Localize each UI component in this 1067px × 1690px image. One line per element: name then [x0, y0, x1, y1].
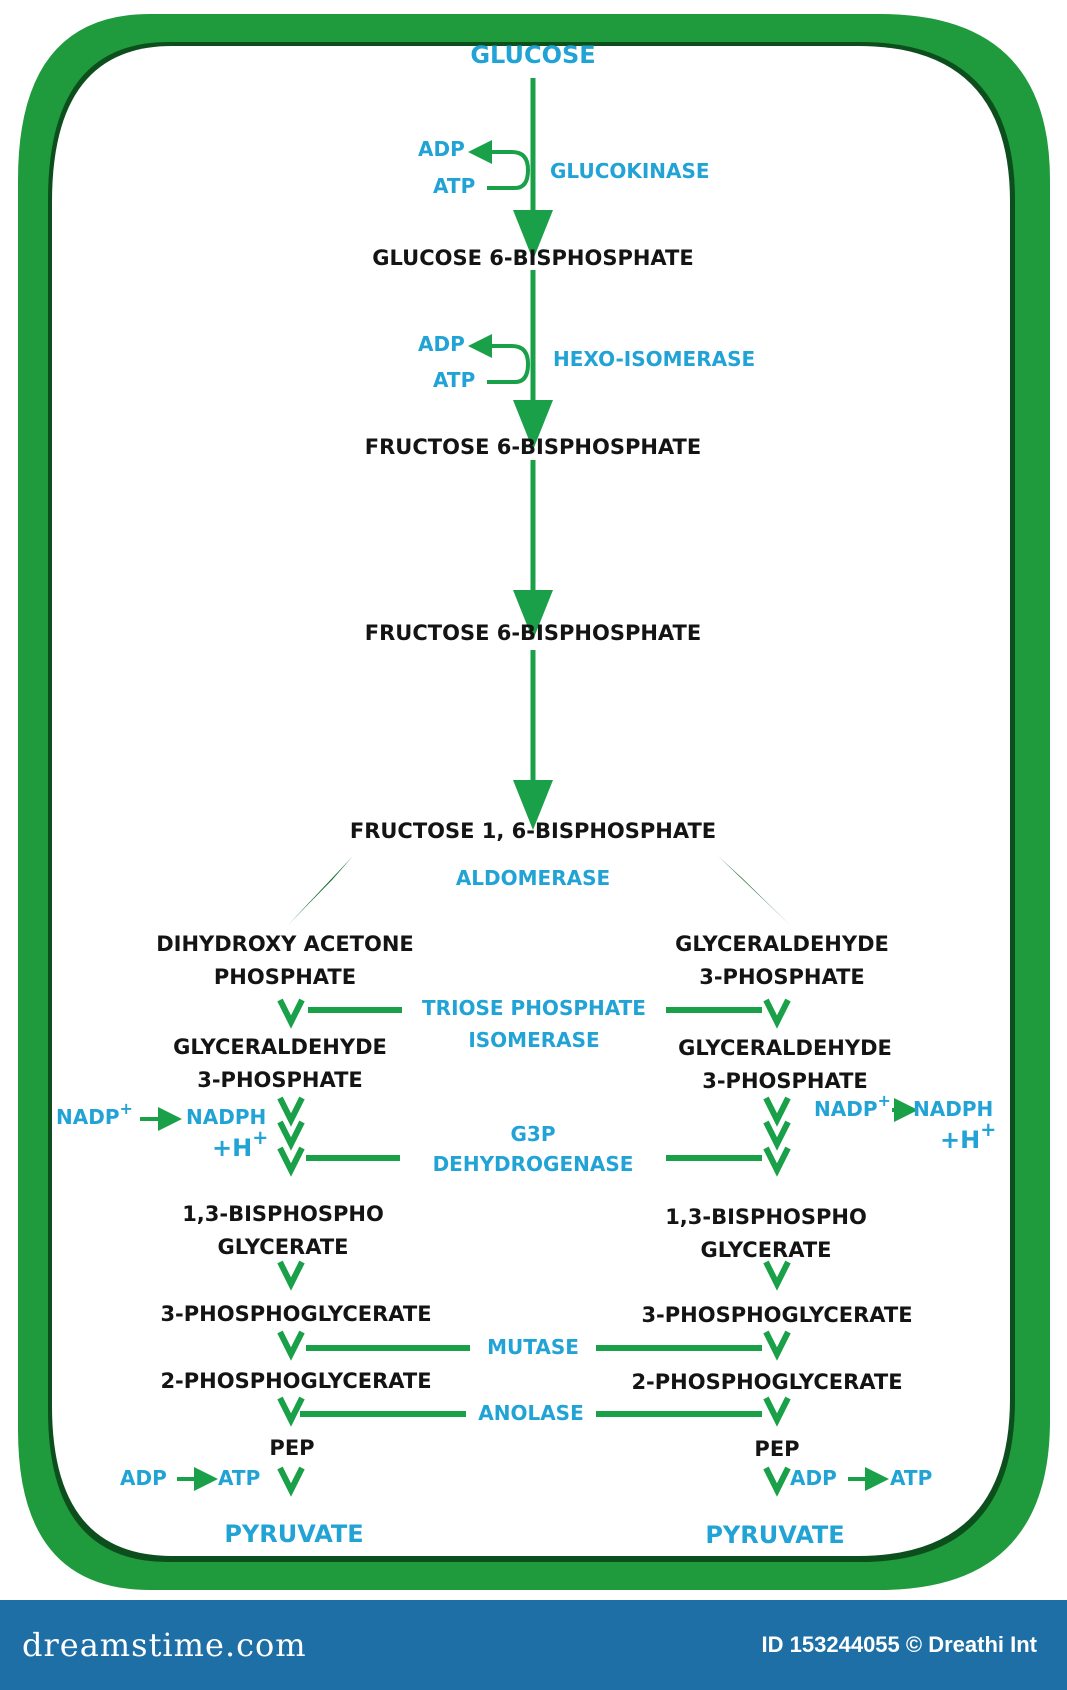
atp-adp-curve-2: [468, 334, 531, 384]
left-adp-label: ADP: [120, 1466, 167, 1490]
enzyme-aldomerase: ALDOMERASE: [455, 866, 611, 890]
left-h-plus-label: +H+: [212, 1126, 269, 1162]
right-nadph-label: NADPH: [913, 1097, 994, 1121]
main-arrows: [468, 78, 553, 830]
glucose-6-phosphate-label: GLUCOSE 6-BISPHOSPHATE: [372, 246, 694, 270]
pathway-diagram: [18, 14, 1050, 1590]
enzyme-hexo-isomerase: HEXO-ISOMERASE: [553, 347, 756, 371]
enzyme-glucokinase: GLUCOKINASE: [550, 159, 710, 183]
right-nadp-label: NADP+: [814, 1090, 891, 1121]
enzyme-lines: [300, 1007, 762, 1417]
right-2-phosphoglycerate-label: 2-PHOSPHOGLYCERATE: [631, 1370, 903, 1394]
left-nadph-label: NADPH: [186, 1105, 267, 1129]
left-atp-label: ATP: [218, 1466, 261, 1490]
split-arrow-left: [288, 856, 353, 925]
adp-label-2: ADP: [418, 332, 465, 356]
footer-bar: dreamstime.com ID 153244055 © Dreathi In…: [0, 1600, 1067, 1690]
right-pyruvate-label: PYRUVATE: [705, 1521, 845, 1549]
left-pyruvate-label: PYRUVATE: [224, 1520, 364, 1548]
enzyme-mutase: MUTASE: [487, 1335, 579, 1359]
fructose-6-phosphate-label-2: FRUCTOSE 6-BISPHOSPHATE: [364, 621, 702, 645]
left-2-phosphoglycerate-label: 2-PHOSPHOGLYCERATE: [160, 1369, 432, 1393]
left-chevrons: [277, 998, 305, 1497]
right-atp-label: ATP: [890, 1466, 933, 1490]
right-h-plus-label: +H+: [940, 1118, 997, 1154]
left-nadp-label: NADP+: [56, 1098, 133, 1129]
small-arrows: [140, 1098, 918, 1491]
atp-label-1: ATP: [433, 174, 476, 198]
footer-image-id: ID 153244055 © Dreathi Int: [761, 1632, 1037, 1657]
left-pep-label: PEP: [269, 1436, 315, 1460]
atp-label-2: ATP: [433, 368, 476, 392]
glucose-label: GLUCOSE: [470, 41, 596, 69]
right-chevrons: [763, 998, 791, 1497]
right-adp-label: ADP: [790, 1466, 837, 1490]
fructose-6-phosphate-label-1: FRUCTOSE 6-BISPHOSPHATE: [364, 435, 702, 459]
enzyme-anolase: ANOLASE: [478, 1401, 584, 1425]
atp-adp-curve-1: [468, 140, 531, 190]
adp-label-1: ADP: [418, 137, 465, 161]
split-arrow-right: [718, 856, 790, 925]
left-3-phosphoglycerate-label: 3-PHOSPHOGLYCERATE: [160, 1302, 432, 1326]
right-pep-label: PEP: [754, 1437, 800, 1461]
right-3-phosphoglycerate-label: 3-PHOSPHOGLYCERATE: [641, 1303, 913, 1327]
fructose-1-6-bisphosphate-label: FRUCTOSE 1, 6-BISPHOSPHATE: [349, 819, 717, 843]
footer-logo: dreamstime.com: [22, 1626, 307, 1664]
